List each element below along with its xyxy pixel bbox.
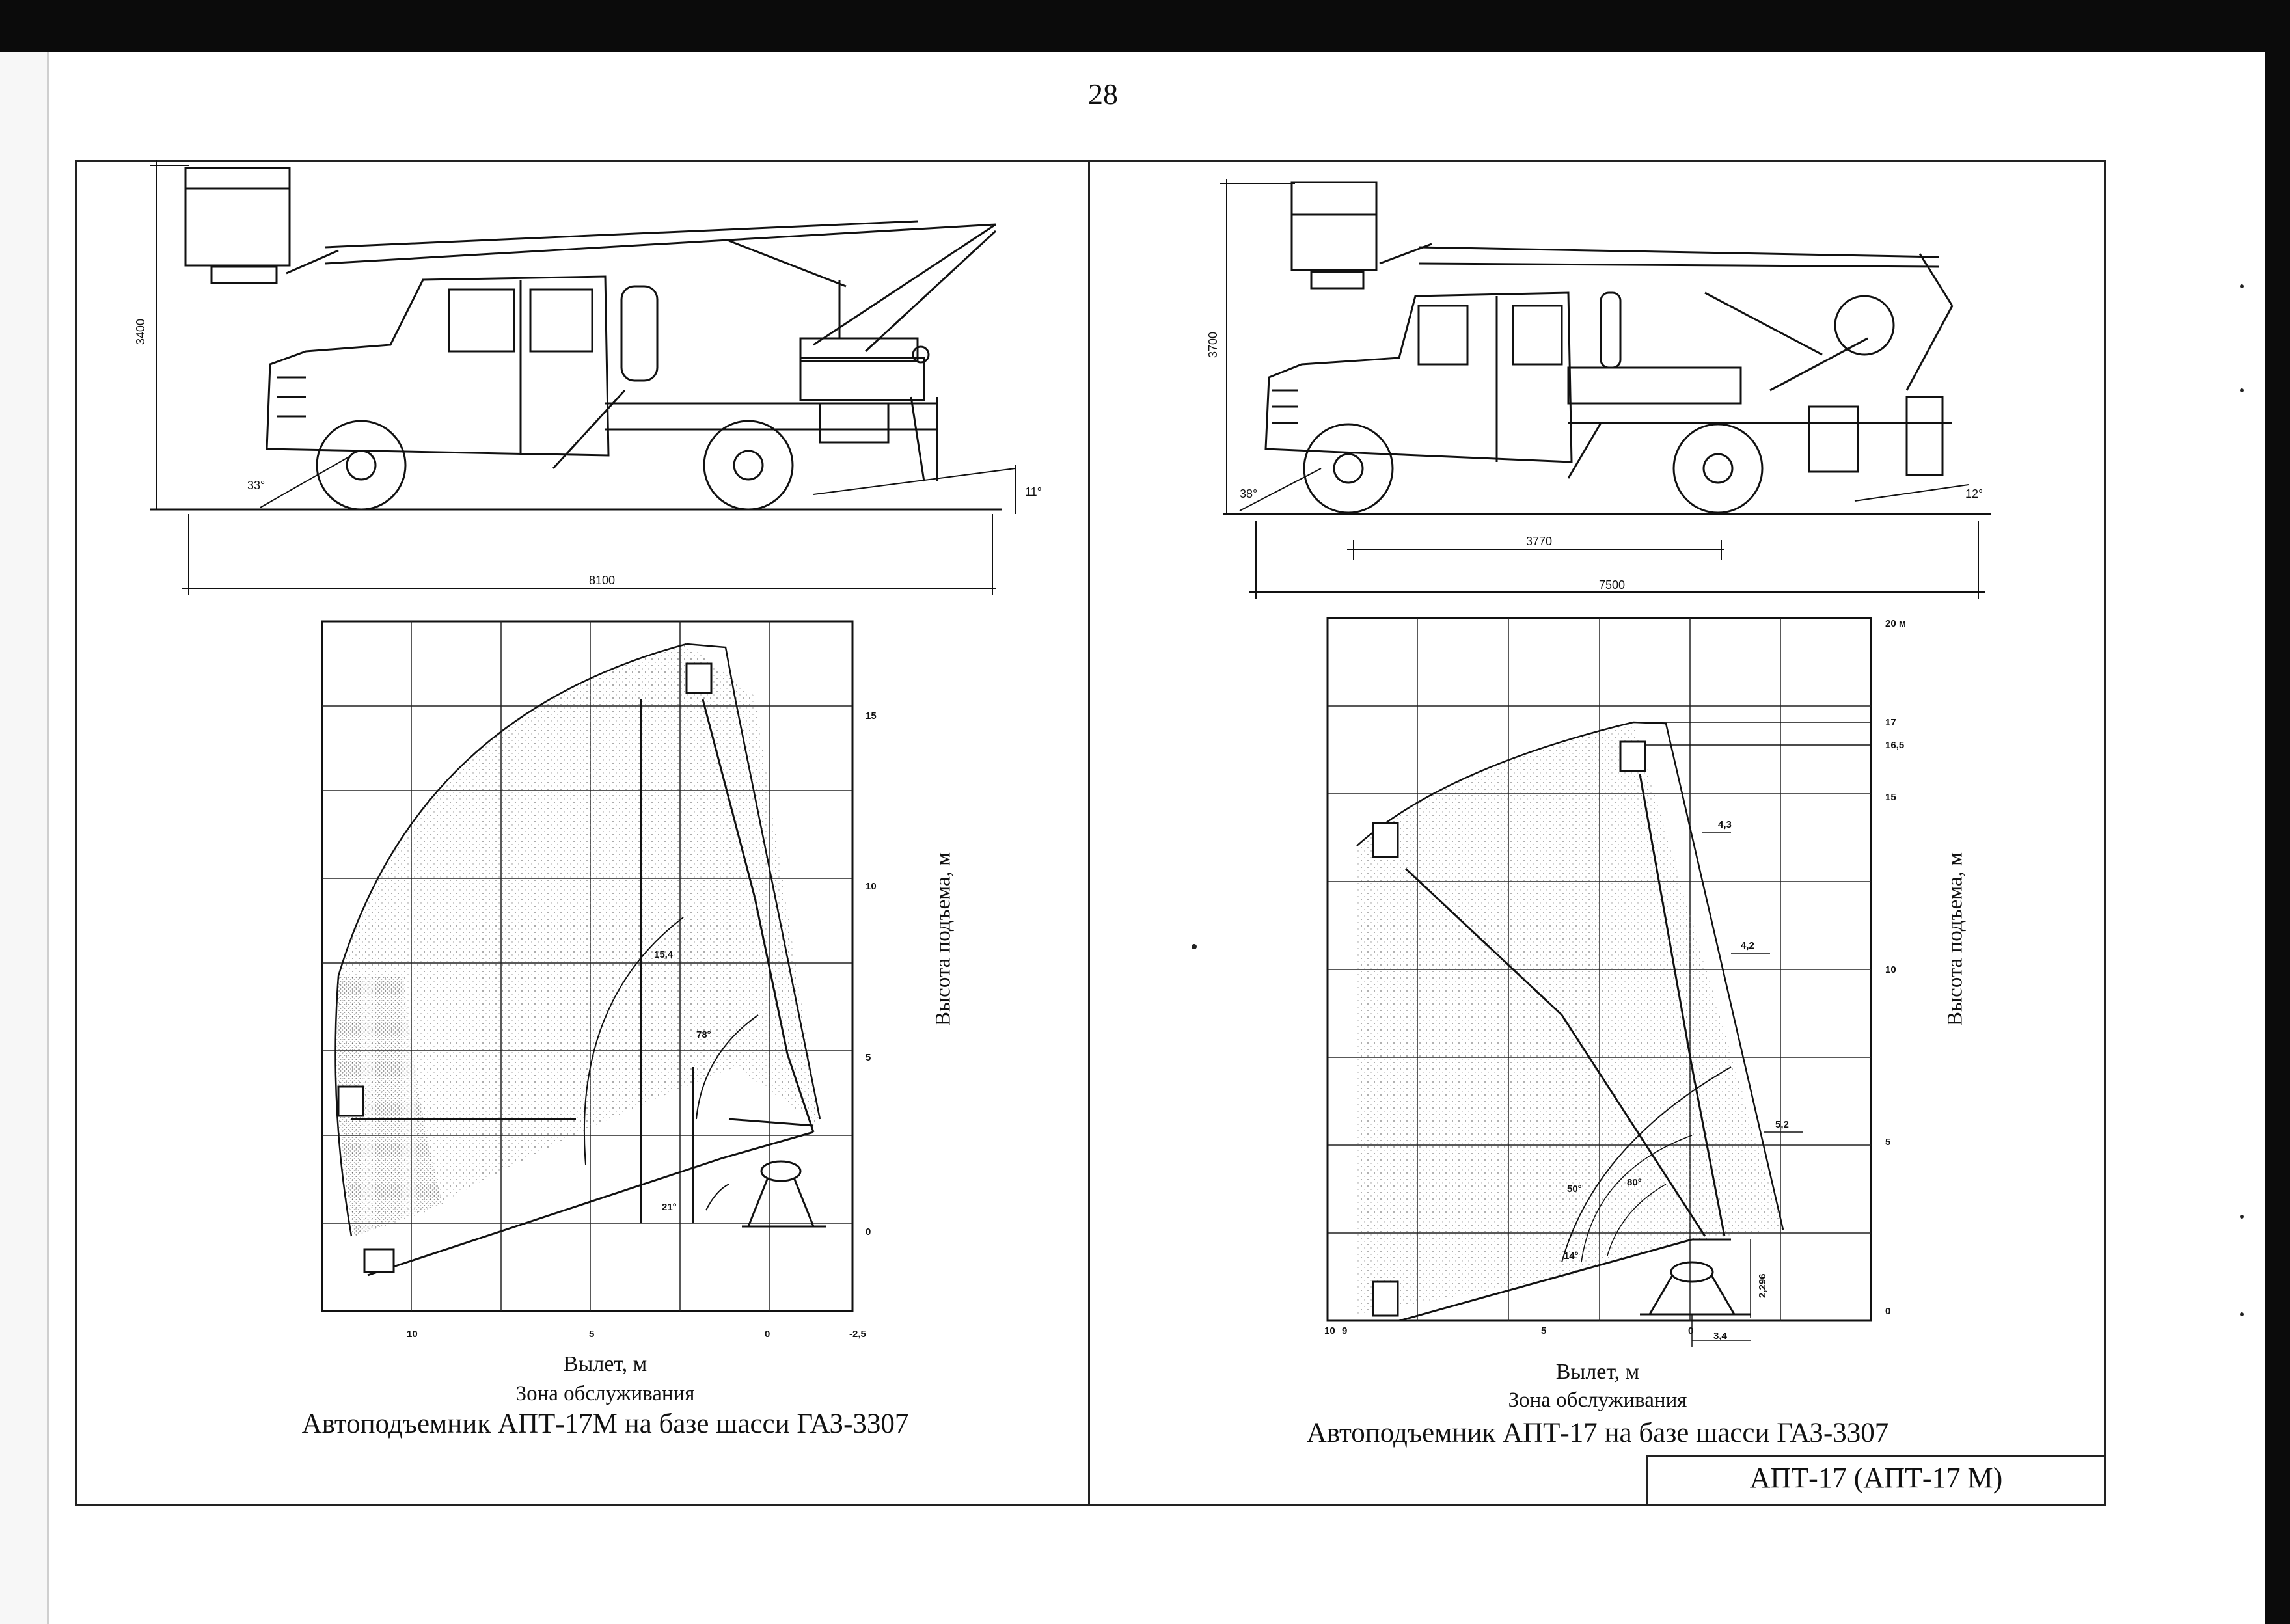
scan-right-border <box>2265 0 2290 1624</box>
left-angle-bottom-label: 21° <box>662 1202 677 1213</box>
right-rear-angle-label: 12° <box>1965 487 1983 500</box>
right-dim-d5: 3,4 <box>1713 1331 1728 1342</box>
left-y-axis-label: Высота подъема, м <box>931 852 955 1027</box>
right-truck-dimensions: 7500 3770 3700 38° 12° <box>1206 332 1983 591</box>
left-x-axis-label: Вылет, м <box>563 1352 647 1376</box>
right-zone-label: Зона обслуживания <box>1508 1388 1687 1412</box>
right-front-angle-label: 38° <box>1240 487 1257 500</box>
right-tick-y-0: 0 <box>1885 1306 1890 1317</box>
stamp-box <box>1646 1455 2106 1506</box>
right-dim-d4: 2,296 <box>1757 1273 1768 1298</box>
left-tick-x-5: 5 <box>589 1329 594 1340</box>
right-dim-d3: 5,2 <box>1775 1119 1789 1130</box>
drawing-frame <box>75 160 2106 1506</box>
right-truck-drawing <box>1220 179 1991 599</box>
right-dim-d2: 4,2 <box>1741 940 1754 951</box>
right-angle-a2: 80° <box>1627 1177 1642 1188</box>
left-angle-top-label: 78° <box>696 1029 711 1040</box>
right-tick-y-10: 10 <box>1885 964 1896 975</box>
stamp-label: АПТ-17 (АПТ-17 М) <box>1749 1462 2003 1494</box>
left-truck-drawing <box>150 160 1016 595</box>
left-zone-label: Зона обслуживания <box>515 1382 695 1405</box>
right-dim-d1: 4,3 <box>1718 819 1732 830</box>
page-number: 28 <box>1088 77 1118 111</box>
right-tick-x-10: 10 <box>1324 1325 1335 1336</box>
left-height-label: 3400 <box>134 319 147 345</box>
right-tick-x-5: 5 <box>1541 1325 1546 1336</box>
left-rear-angle-label: 11° <box>1025 485 1042 498</box>
right-tick-y-17: 17 <box>1885 717 1896 728</box>
left-tick-y-10: 10 <box>866 881 877 892</box>
left-radius-label: 15,4 <box>654 949 674 960</box>
right-angle-a1: 50° <box>1567 1184 1582 1195</box>
left-tick-y-0: 0 <box>866 1226 871 1238</box>
right-angle-a3: 14° <box>1564 1251 1579 1262</box>
left-tick-x-0: 0 <box>765 1329 770 1340</box>
left-zone-diagram: 15,4 78° 21° 10 5 0 -2,5 15 10 5 0 <box>321 620 877 1340</box>
right-tick-y-20: 20 м <box>1885 618 1906 629</box>
right-height-label: 3700 <box>1206 332 1220 358</box>
right-tick-y-16-5: 16,5 <box>1885 740 1904 751</box>
scan-top-border <box>0 0 2290 52</box>
right-title: Автоподъемник АПТ-17 на базе шасси ГАЗ-3… <box>1306 1418 1889 1448</box>
right-length-label: 7500 <box>1599 578 1625 591</box>
scan-left-margin <box>0 52 49 1624</box>
right-y-axis-label: Высота подъема, м <box>1943 852 1967 1027</box>
left-tick-x-10: 10 <box>407 1329 418 1340</box>
right-tick-y-5: 5 <box>1885 1137 1890 1148</box>
right-wheelbase-label: 3770 <box>1526 535 1552 548</box>
left-tick-y-5: 5 <box>866 1052 871 1063</box>
right-tick-y-15: 15 <box>1885 792 1896 803</box>
left-tick-x-neg: -2,5 <box>849 1329 866 1340</box>
frame-divider <box>1088 160 1090 1506</box>
left-length-label: 8100 <box>589 574 615 587</box>
right-x-axis-label: Вылет, м <box>1555 1360 1640 1384</box>
right-tick-x-0: 0 <box>1688 1325 1693 1336</box>
left-truck-dimensions: 8100 3400 33° 11° <box>134 319 1042 587</box>
left-front-angle-label: 33° <box>247 479 265 492</box>
right-tick-x-9: 9 <box>1342 1325 1347 1336</box>
scan-margin-marks <box>1192 284 2244 1316</box>
left-tick-y-15: 15 <box>866 710 877 722</box>
right-zone-diagram: 4,3 4,2 5,2 2,296 3,4 50° 80° 14° 10 9 5… <box>1324 617 1906 1347</box>
left-title: Автоподъемник АПТ-17М на базе шасси ГАЗ-… <box>301 1409 909 1439</box>
